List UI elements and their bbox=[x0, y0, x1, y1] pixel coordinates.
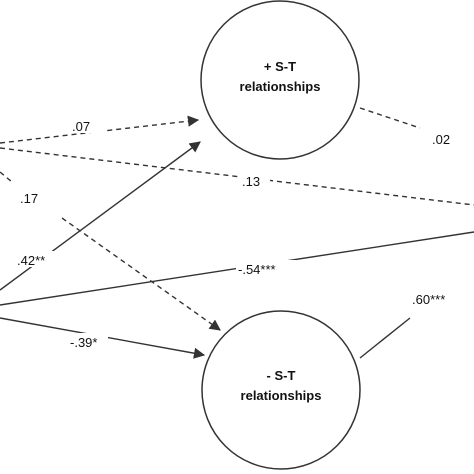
coef-e: -.54*** bbox=[238, 262, 276, 277]
node-positive-line2: relationships bbox=[240, 79, 321, 94]
coef-g: .02 bbox=[432, 132, 450, 147]
coef-h: .60*** bbox=[412, 292, 445, 307]
path-solid-from-negative bbox=[359, 317, 411, 359]
coef-f: -.39* bbox=[70, 335, 97, 350]
node-negative-circle bbox=[201, 310, 361, 470]
coef-a: .07 bbox=[72, 119, 90, 134]
coef-a-bg bbox=[70, 117, 104, 133]
coef-b-bg bbox=[240, 172, 270, 188]
node-positive-circle bbox=[200, 0, 360, 160]
node-negative-line2: relationships bbox=[241, 388, 322, 403]
path-dashed-from-positive bbox=[359, 107, 421, 129]
coef-d-bg bbox=[15, 251, 63, 267]
coef-e-bg bbox=[236, 260, 296, 276]
path-dashed-to-negative bbox=[61, 217, 221, 331]
coef-d: .42** bbox=[17, 253, 45, 268]
path-dashed-short-stub bbox=[0, 171, 13, 183]
path-dashed-long bbox=[0, 147, 474, 206]
node-negative-relationships: - S-T relationships bbox=[201, 310, 361, 470]
node-negative-line1: - S-T bbox=[267, 368, 296, 383]
node-positive-relationships: + S-T relationships bbox=[200, 0, 360, 160]
node-positive-line1: + S-T bbox=[264, 59, 296, 74]
coef-b: .13 bbox=[242, 174, 260, 189]
coef-f-bg bbox=[68, 333, 108, 349]
coef-c: .17 bbox=[20, 191, 38, 206]
